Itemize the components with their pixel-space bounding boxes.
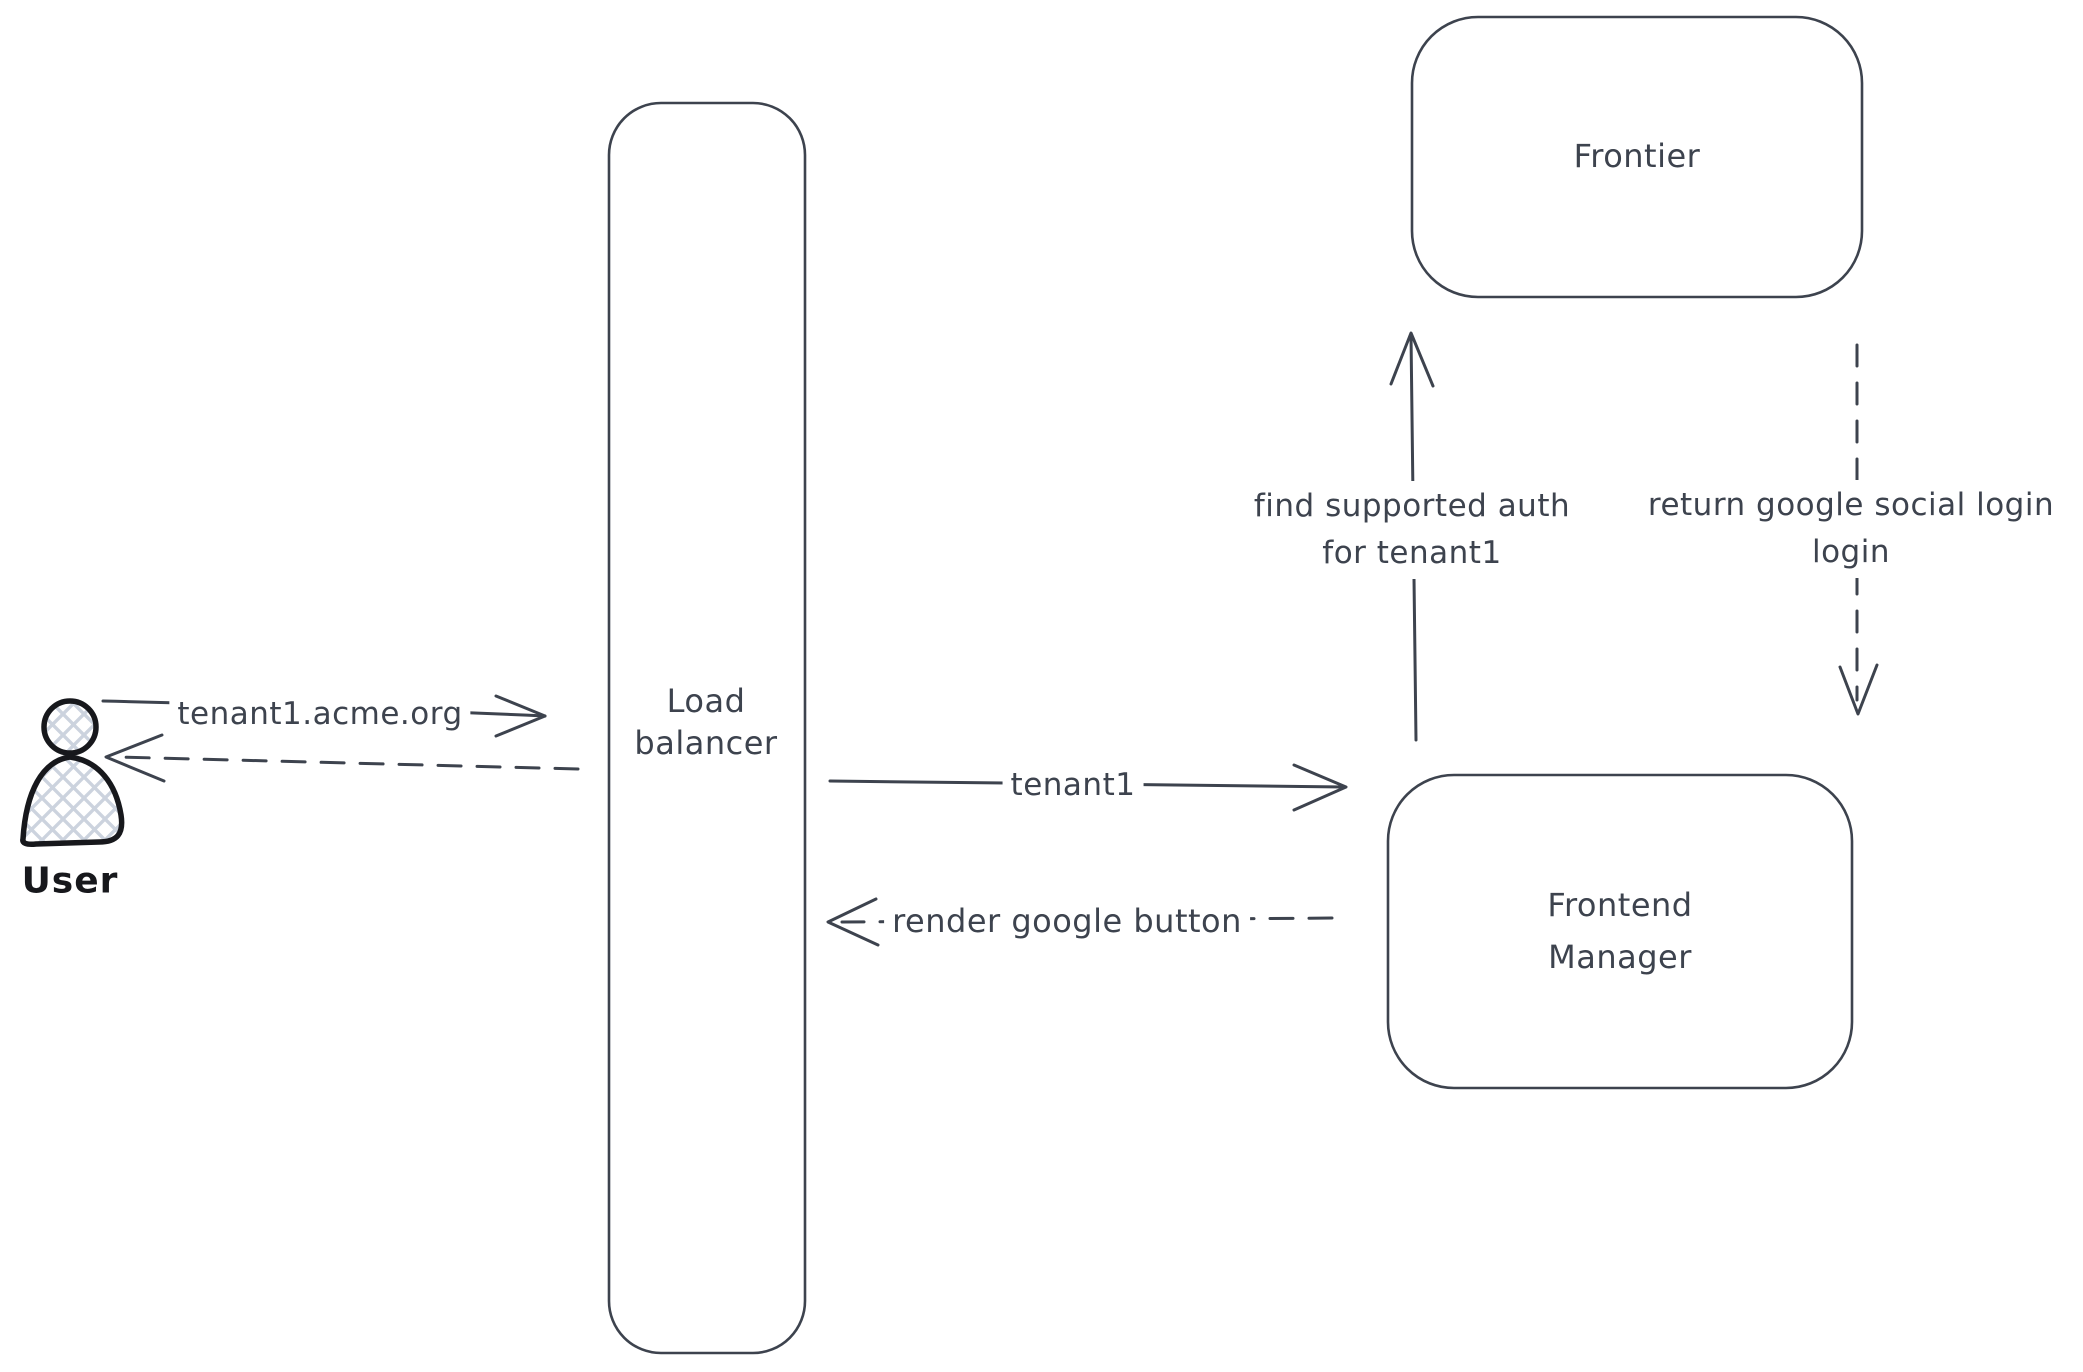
edge-label-render-google-button: render google button bbox=[884, 900, 1250, 942]
user-figure[interactable] bbox=[20, 698, 125, 847]
arrow-frontier-to-frontend-manager[interactable] bbox=[1838, 343, 1879, 716]
arrowhead-left-icon bbox=[104, 733, 166, 783]
load-balancer-label-line1: Load bbox=[666, 682, 746, 720]
edge-label-tenant1: tenant1 bbox=[1002, 765, 1144, 805]
arrowhead-left-icon bbox=[826, 897, 880, 947]
frontier-label: Frontier bbox=[1573, 137, 1701, 175]
person-body-icon bbox=[20, 754, 125, 847]
load-balancer-label: Load balancer bbox=[634, 680, 777, 764]
edge-label-find-supported-auth-line2: for tenant1 bbox=[1322, 535, 1502, 571]
user-label: User bbox=[21, 860, 119, 902]
edge-label-tenant1-acme-org: tenant1.acme.org bbox=[169, 694, 471, 734]
frontier-box[interactable] bbox=[1410, 15, 1864, 299]
arrowhead-right-icon bbox=[1292, 763, 1348, 812]
edge-label-return-google-social-login: return google social login login bbox=[1639, 480, 2063, 578]
load-balancer-box[interactable] bbox=[607, 101, 807, 1355]
frontend-manager-label: Frontend Manager bbox=[1547, 879, 1692, 983]
edge-label-find-supported-auth: find supported auth for tenant1 bbox=[1245, 481, 1579, 579]
edge-label-return-google-social-login-line2: login bbox=[1811, 534, 1891, 570]
arrowhead-up-icon bbox=[1389, 331, 1435, 388]
frontend-manager-box[interactable] bbox=[1386, 773, 1854, 1090]
person-head-icon bbox=[41, 698, 99, 756]
arrowhead-down-icon bbox=[1838, 663, 1879, 716]
frontend-manager-label-line1: Frontend bbox=[1547, 886, 1693, 924]
frontend-manager-label-line2: Manager bbox=[1548, 938, 1692, 976]
arrowhead-right-icon bbox=[494, 694, 547, 738]
arrow-load-balancer-to-user[interactable] bbox=[104, 733, 580, 783]
edge-label-find-supported-auth-line1: find supported auth bbox=[1253, 488, 1571, 524]
load-balancer-label-line2: balancer bbox=[634, 724, 778, 762]
edge-label-return-google-social-login-line1: return google social login bbox=[1647, 487, 2055, 523]
